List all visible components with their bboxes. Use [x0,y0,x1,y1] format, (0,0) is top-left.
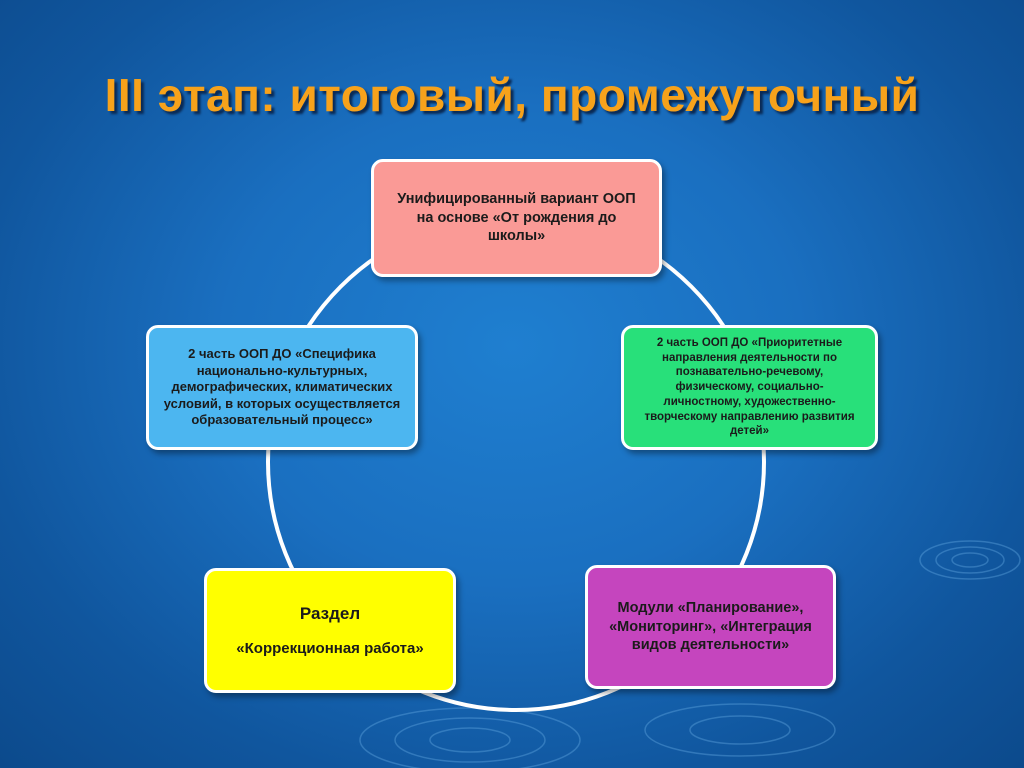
node-regional-specifics: 2 часть ООП ДО «Специфика национально-ку… [146,325,418,450]
slide-title: III этап: итоговый, промежуточный [104,69,920,121]
node-unified-program: Унифицированный вариант ООП на основе «О… [371,159,662,277]
node-priority-directions-text: 2 часть ООП ДО «Приоритетные направления… [644,336,855,438]
node-priority-directions: 2 часть ООП ДО «Приоритетные направления… [621,325,878,450]
node-correction-text: «Коррекционная работа» [236,639,424,657]
node-modules-text: Модули «Планирование», «Мониторинг», «Ин… [609,600,812,654]
node-correction-section: Раздел «Коррекционная работа» [204,568,456,693]
node-regional-specifics-text: 2 часть ООП ДО «Специфика национально-ку… [163,345,401,428]
node-correction-heading: Раздел [299,604,361,624]
node-modules: Модули «Планирование», «Мониторинг», «Ин… [585,565,836,689]
node-unified-program-text: Унифицированный вариант ООП на основе «О… [397,191,636,245]
